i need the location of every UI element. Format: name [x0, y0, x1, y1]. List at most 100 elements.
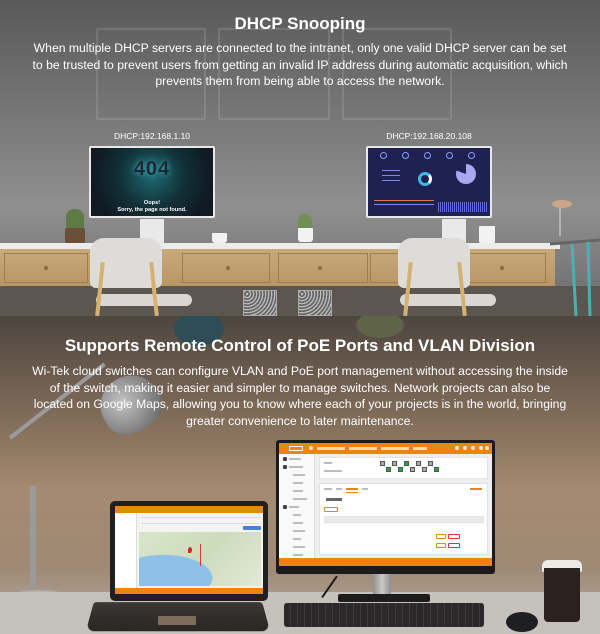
device-label — [324, 462, 332, 464]
sidebar-item — [293, 474, 305, 476]
wi-tek-logo — [289, 446, 303, 451]
right-dhcp-ip-label: DHCP:192.168.20.108 — [386, 131, 472, 141]
laptop-map-ui — [110, 501, 268, 601]
sidebar-item — [293, 554, 303, 556]
drawer-knob — [500, 266, 504, 270]
ui-footer — [279, 558, 492, 566]
header-icon — [455, 446, 459, 450]
cactus-plant — [66, 209, 84, 231]
error-line-2: Sorry, the page not found. — [117, 207, 187, 213]
drawer — [278, 253, 368, 283]
laptop-screen — [115, 506, 263, 594]
nav-item — [381, 447, 409, 450]
dashboard-bar-chart — [438, 202, 488, 212]
dashboard-gauge-icon — [468, 152, 475, 159]
decor-vase — [356, 316, 404, 338]
sidebar-item — [293, 546, 305, 548]
wall-panel — [96, 28, 206, 120]
dashboard-gauge-icon — [424, 152, 431, 159]
mouse — [506, 612, 538, 632]
switch-port-active[interactable] — [398, 467, 403, 472]
dashboard-line-chart — [374, 200, 434, 201]
monitor-neck — [373, 574, 391, 598]
desk-surface — [0, 243, 560, 249]
error-code: 404 — [133, 158, 171, 180]
nav-item — [317, 447, 345, 450]
desk-lamp-post — [30, 486, 36, 586]
map-action-button[interactable] — [243, 526, 261, 530]
user-icon — [485, 446, 489, 450]
dashboard-bar — [382, 170, 400, 171]
left-monitor-404-screen: 404 Oops! Sorry, the page not found. — [89, 146, 215, 218]
computer-tower — [298, 290, 332, 316]
drawer-knob — [44, 266, 48, 270]
bicycle — [550, 200, 600, 316]
switch-port[interactable] — [428, 461, 433, 466]
header-icon — [479, 446, 483, 450]
switch-port[interactable] — [380, 461, 385, 466]
dashboard-line-chart — [374, 204, 434, 205]
sidebar-item — [289, 458, 301, 460]
tab[interactable] — [324, 488, 332, 490]
laptop-ui-top-bar — [115, 506, 263, 513]
switch-port[interactable] — [410, 467, 415, 472]
monitor-base — [338, 594, 430, 602]
sidebar-item — [289, 466, 303, 468]
switch-port-active[interactable] — [404, 461, 409, 466]
switch-port[interactable] — [422, 467, 427, 472]
delete-button[interactable] — [448, 534, 460, 539]
add-vlan-button[interactable] — [324, 507, 338, 512]
drawer — [4, 253, 88, 283]
sidebar-item — [293, 538, 301, 540]
poe-vlan-section-title: Supports Remote Control of PoE Ports and… — [64, 336, 536, 355]
decor-vase — [174, 316, 224, 346]
table-header — [324, 516, 484, 523]
chair-right-seat — [400, 294, 496, 306]
error-message: Oops! Sorry, the page not found. — [91, 200, 213, 214]
edit-button[interactable] — [436, 534, 446, 539]
delete-button[interactable] — [448, 543, 460, 548]
laptop-ui-sidebar — [115, 513, 137, 588]
right-monitor-dashboard-screen — [366, 146, 492, 218]
sidebar-item — [293, 498, 307, 500]
laptop-touchpad — [158, 616, 196, 625]
tab[interactable] — [362, 488, 368, 490]
dashboard-donut-chart — [418, 172, 432, 186]
tab[interactable] — [336, 488, 342, 490]
drawer — [182, 253, 270, 283]
vlan-config-card — [319, 483, 488, 555]
refresh-button[interactable] — [470, 488, 482, 490]
sidebar-item — [293, 514, 301, 516]
switch-port[interactable] — [416, 461, 421, 466]
dhcp-section-title: DHCP Snooping — [234, 14, 366, 33]
tab-vlan-active[interactable] — [346, 488, 358, 490]
project-stats-row — [141, 517, 261, 518]
switch-port-active[interactable] — [434, 467, 439, 472]
monitor-switch-management-ui — [276, 440, 495, 574]
wall-panel — [342, 28, 452, 120]
dashboard-bar — [382, 180, 400, 181]
switch-port[interactable] — [392, 461, 397, 466]
coffee-cup — [544, 568, 580, 622]
drawer-knob — [226, 266, 230, 270]
keyboard — [284, 603, 484, 627]
drawer-knob — [318, 266, 322, 270]
map-pin-icon[interactable] — [188, 547, 192, 553]
sidebar-item — [293, 482, 303, 484]
ui-top-bar — [279, 443, 492, 454]
sidebar-item — [289, 506, 299, 508]
dashboard-bar — [382, 175, 400, 176]
poe-vlan-section: Supports Remote Control of PoE Ports and… — [0, 316, 600, 634]
header-icon — [471, 446, 475, 450]
switch-port-active[interactable] — [386, 467, 391, 472]
sidebar-icon — [283, 505, 287, 509]
left-dhcp-ip-label: DHCP:192.168.1.10 — [113, 131, 191, 141]
laptop-ui-footer — [115, 588, 263, 594]
white-mug — [479, 226, 495, 244]
dashboard-gauge-icon — [380, 152, 387, 159]
device-label — [324, 470, 342, 472]
sidebar-item — [293, 522, 303, 524]
edit-button[interactable] — [436, 543, 446, 548]
dashboard-pie-chart — [456, 164, 476, 184]
